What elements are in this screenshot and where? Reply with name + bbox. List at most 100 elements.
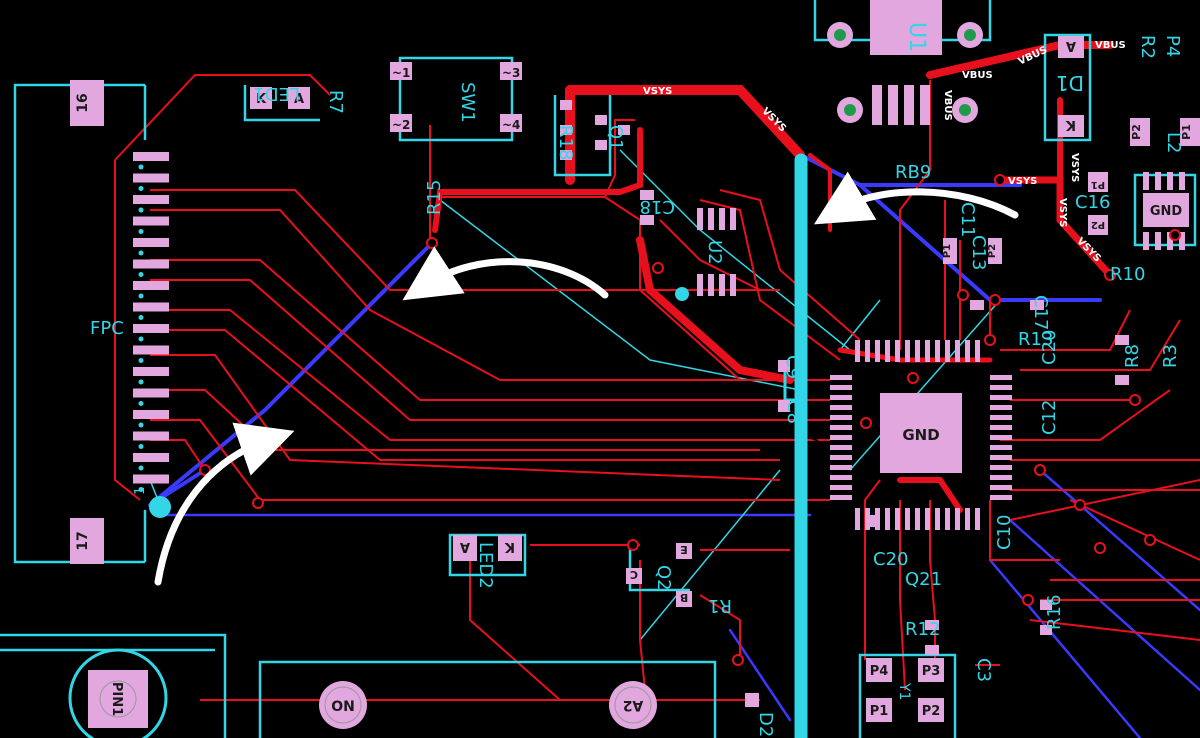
d1-k-pad: [1058, 115, 1084, 137]
arrow-curved-icon: [402, 246, 609, 301]
p4-top-label: P4: [1162, 35, 1183, 57]
c8-label: C8: [783, 400, 804, 424]
fpc-pin-dot: [138, 207, 144, 213]
bottom-copper-traces: [148, 155, 1200, 738]
c9-label: C9: [782, 355, 803, 379]
mcu-pin-bottom: [885, 508, 890, 530]
r18-label: R18: [555, 125, 576, 160]
mcu-pin-right: [990, 485, 1012, 490]
c13-label: C13: [968, 235, 989, 270]
fpc-pin-pad: [133, 259, 169, 269]
mcu-gnd-pad: [880, 393, 962, 473]
via-icon: [1022, 594, 1034, 606]
mcu-pin-right: [990, 445, 1012, 450]
mcu-pin-bottom: [905, 508, 910, 530]
c16-pad-2: [1088, 215, 1108, 235]
via-icon: [627, 539, 639, 551]
fpc-pin-pad: [133, 238, 169, 247]
a2-label: A2: [623, 697, 644, 713]
sw1-pad-4: [500, 114, 522, 132]
mcu-pin-right: [990, 405, 1012, 410]
mcu-pin-right: [990, 425, 1012, 430]
via-icon: [652, 262, 664, 274]
fpc-pin-dot: [138, 465, 144, 471]
fpc-pin-16-label: 16: [75, 93, 91, 112]
via-icon: [1144, 534, 1156, 546]
via-icon: [994, 174, 1006, 186]
mcu-pin-left: [830, 465, 852, 470]
d1-a: A: [1066, 38, 1076, 53]
fpc-pin-pad: [133, 431, 169, 441]
led2-a-pad: [453, 535, 477, 561]
on-label: ON: [331, 699, 355, 715]
mcu-pin-left: [830, 495, 852, 500]
pwr-pad: [870, 0, 942, 55]
mcu-pin-left: [830, 415, 852, 420]
u2-pin-bottom: [719, 274, 725, 296]
net-vbus-4: VBUS: [942, 90, 953, 121]
mcu-pin-bottom: [935, 508, 940, 530]
d1-label: D1: [1056, 71, 1084, 95]
fpc-pad-17: [70, 518, 104, 564]
top-copper-traces: [114, 74, 1200, 701]
u2-pin-top: [708, 208, 714, 230]
c16-p1: P1: [1091, 179, 1105, 190]
fpc-pin-dot: [138, 358, 144, 363]
gnd-pad-right: [1143, 193, 1189, 227]
r15-label: R15: [424, 180, 445, 215]
via-icon: [1094, 542, 1106, 554]
sw1-outline: [398, 56, 514, 142]
ic-pin-bottom: [1155, 232, 1161, 250]
r10-label: R10: [1110, 264, 1145, 285]
via-icon: [957, 289, 969, 301]
y1-p4-pad: [866, 658, 892, 682]
c18-label: C18: [640, 196, 675, 217]
mcu-pin-bottom: [855, 508, 860, 530]
fpc-pin-dot: [138, 186, 144, 191]
mcu-pin-top: [965, 340, 970, 362]
through-hole-pads: [68, 22, 983, 738]
rb9-label: RB9: [895, 162, 931, 183]
net-vsys-3: VSYS: [808, 434, 819, 463]
pin1-label: PIN1: [109, 682, 124, 716]
q2-e: E: [680, 543, 688, 556]
on-switch-outline: [258, 660, 717, 738]
mcu-pin-top: [895, 340, 900, 362]
y1-p2: P2: [922, 704, 941, 719]
u2-pin-top: [719, 208, 725, 230]
via-icon: [426, 237, 438, 249]
fpc-pin-17-label: 17: [75, 531, 91, 550]
fpc-pin-pad: [133, 302, 169, 312]
sw1-pad-2: [390, 114, 412, 132]
fpc-pin-pad: [133, 152, 169, 161]
y1-p2-pad: [918, 698, 944, 722]
via-icon: [1129, 394, 1141, 406]
u2-pin-top: [697, 208, 703, 230]
mcu-pin-left: [830, 395, 852, 400]
mcu-pin-left: [830, 445, 852, 450]
fpc-connector: [133, 152, 169, 492]
mcu-pin-right: [990, 465, 1012, 470]
sw-pin4: ~4: [502, 118, 520, 132]
q2-label: Q2: [653, 565, 674, 591]
l2-label: L2: [1163, 132, 1184, 153]
c10-label: C10: [994, 515, 1015, 550]
q2-e-pad: [676, 543, 692, 559]
fpc-pin-dot: [138, 422, 144, 428]
fpc-pin-pad: [133, 345, 169, 355]
led1-a-pad: [288, 87, 310, 109]
c16-pad-1: [1088, 172, 1108, 192]
l2-pad-p2: [1130, 118, 1150, 146]
led1-k-pad: [250, 87, 272, 109]
q1-label: Q1: [605, 125, 626, 151]
ic-pin-top: [1143, 172, 1149, 190]
mcu-pin-top: [885, 340, 890, 362]
net-vsys-1: VSYS: [643, 86, 672, 97]
arrow-curved-icon: [813, 171, 1019, 225]
mcu-pin-top: [875, 340, 880, 362]
ic-pin-top: [1167, 172, 1173, 190]
net-vbus-3: VBUS: [1095, 40, 1126, 51]
mcu-pin-left: [830, 425, 852, 430]
d2-label: D2: [755, 712, 776, 737]
mcu-pin-top: [955, 340, 960, 362]
